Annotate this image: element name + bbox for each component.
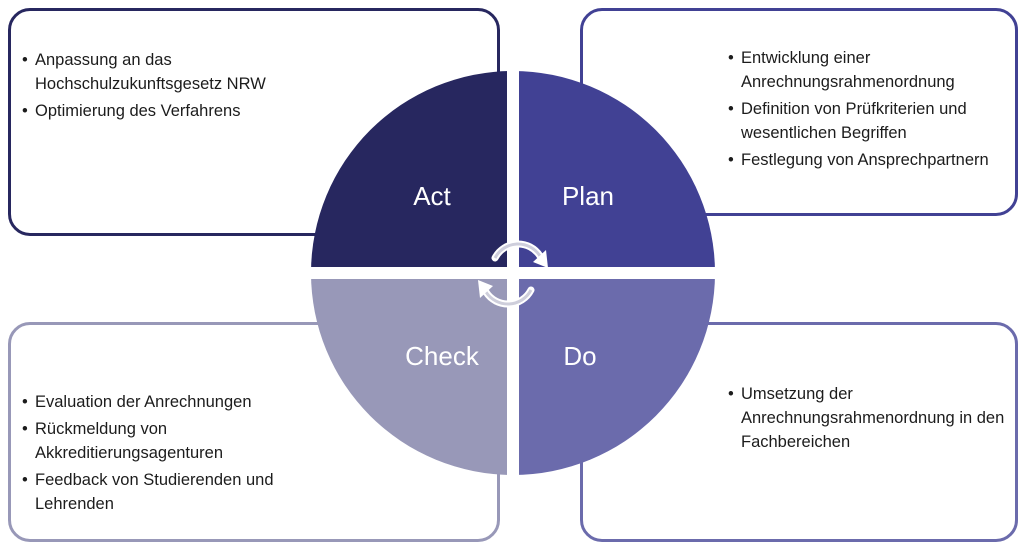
check-label: Check [405,341,480,371]
plan-item: Festlegung von Ansprechpartnern [728,148,1018,172]
plan-list: Entwicklung einer Anrechnungsrahmenordnu… [728,46,1018,175]
check-item: Feedback von Studierenden und Lehrenden [22,468,322,516]
plan-item: Definition von Prüfkriterien und wesentl… [728,97,1018,145]
plan-quadrant [513,71,715,273]
cycle-arrows-icon [478,240,548,308]
check-item: Rückmeldung von Akkreditierungsagenturen [22,417,322,465]
act-list: Anpassung an das Hochschulzukunftsgesetz… [22,48,322,126]
act-item: Anpassung an das Hochschulzukunftsgesetz… [22,48,322,96]
plan-label: Plan [562,181,614,211]
act-label: Act [413,181,451,211]
do-list: Umsetzung der Anrechnungsrahmenordnung i… [728,382,1018,457]
do-label: Do [563,341,596,371]
check-list: Evaluation der Anrechnungen Rückmeldung … [22,390,322,519]
plan-item: Entwicklung einer Anrechnungsrahmenordnu… [728,46,1018,94]
check-item: Evaluation der Anrechnungen [22,390,322,414]
act-item: Optimierung des Verfahrens [22,99,322,123]
do-quadrant [513,273,715,475]
check-quadrant [311,273,513,475]
do-item: Umsetzung der Anrechnungsrahmenordnung i… [728,382,1018,454]
act-quadrant [311,71,513,273]
